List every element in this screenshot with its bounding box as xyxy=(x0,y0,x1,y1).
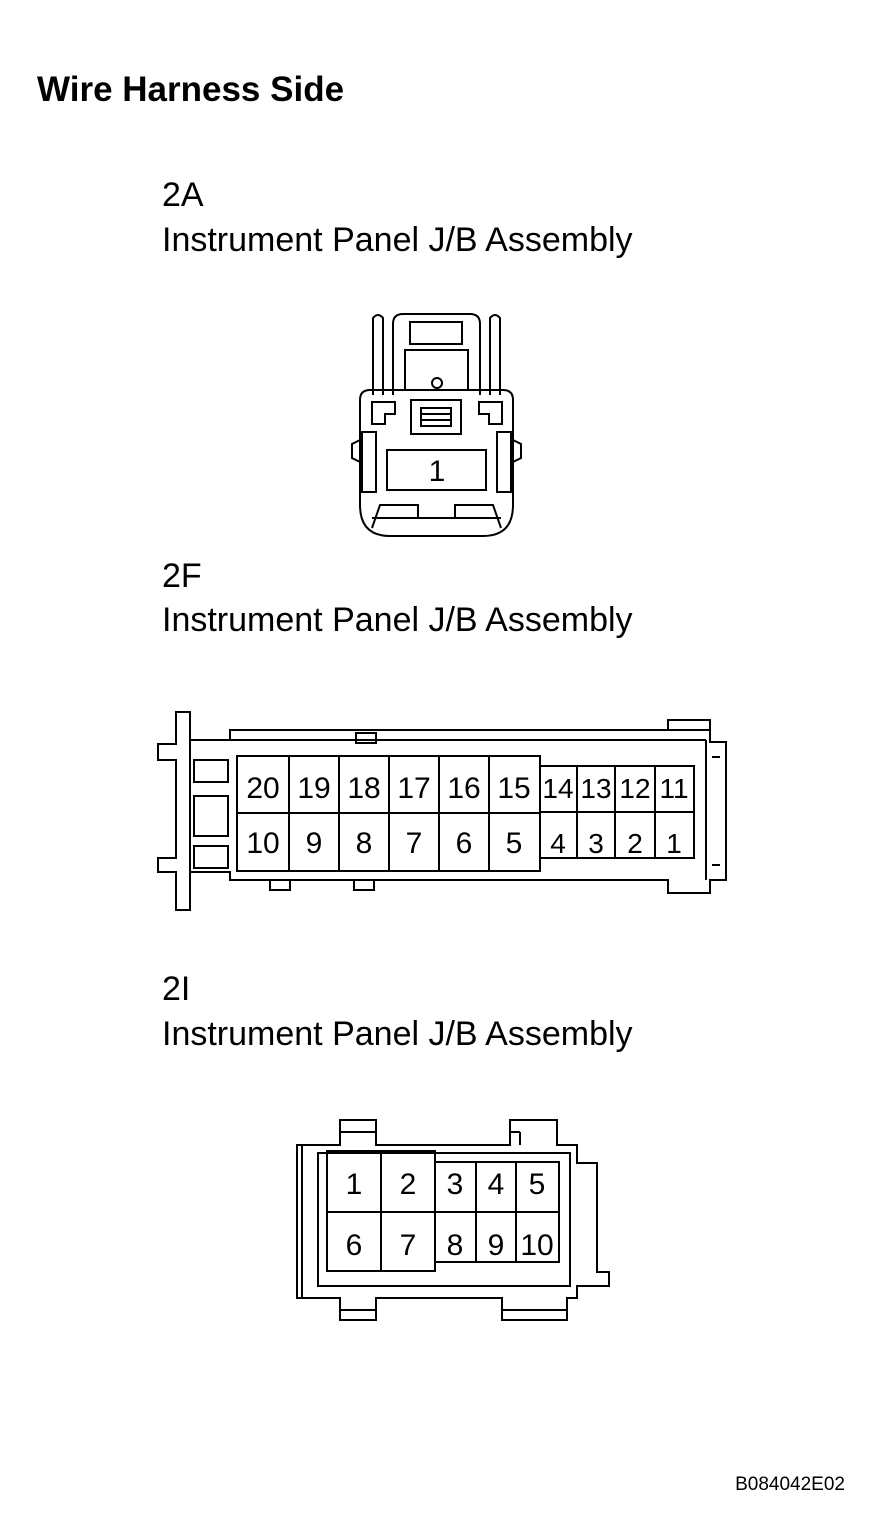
pin-number: 4 xyxy=(550,828,566,859)
connector-2a-name: Instrument Panel J/B Assembly xyxy=(162,221,633,259)
pin-number: 1 xyxy=(346,1168,363,1201)
reference-code: B084042E02 xyxy=(735,1474,845,1495)
pin-number: 6 xyxy=(346,1229,363,1262)
pin-number: 9 xyxy=(306,827,323,860)
pin-number: 10 xyxy=(246,827,279,860)
connector-2a-code: 2A xyxy=(162,176,204,214)
connector-2i-drawing xyxy=(296,1119,610,1321)
pin-number: 8 xyxy=(447,1229,464,1262)
pin-number: 8 xyxy=(356,827,373,860)
pin-number: 5 xyxy=(506,827,523,860)
pin-number: 17 xyxy=(397,772,430,805)
pin-number: 4 xyxy=(488,1168,505,1201)
pin-number: 18 xyxy=(347,772,380,805)
connector-2f-drawing xyxy=(157,711,727,911)
pin-number: 14 xyxy=(542,773,573,804)
pin-number: 15 xyxy=(497,772,530,805)
connector-2i-code: 2I xyxy=(162,970,191,1008)
pin-number: 3 xyxy=(447,1168,464,1201)
pin-number: 2 xyxy=(400,1168,417,1201)
pin-number: 11 xyxy=(659,773,688,804)
pin-number: 1 xyxy=(666,828,682,859)
connector-2i-name: Instrument Panel J/B Assembly xyxy=(162,1015,633,1053)
connector-2a-pin: 1 xyxy=(429,455,446,488)
pin-number: 7 xyxy=(400,1229,417,1262)
pin-number: 20 xyxy=(246,772,279,805)
pin-number: 3 xyxy=(588,828,604,859)
diagram-heading: Wire Harness Side xyxy=(37,70,345,109)
connector-2f-code: 2F xyxy=(162,557,202,595)
pin-number: 6 xyxy=(456,827,473,860)
pin-number: 19 xyxy=(297,772,330,805)
connector-2f-name: Instrument Panel J/B Assembly xyxy=(162,601,633,639)
pin-number: 12 xyxy=(619,773,650,804)
pin-number: 5 xyxy=(529,1168,546,1201)
pin-number: 10 xyxy=(520,1229,553,1262)
pin-number: 7 xyxy=(406,827,423,860)
pin-number: 2 xyxy=(627,828,643,859)
connector-2a-drawing xyxy=(351,313,522,537)
pin-number: 13 xyxy=(580,773,611,804)
pin-number: 9 xyxy=(488,1229,505,1262)
pin-number: 16 xyxy=(447,772,480,805)
